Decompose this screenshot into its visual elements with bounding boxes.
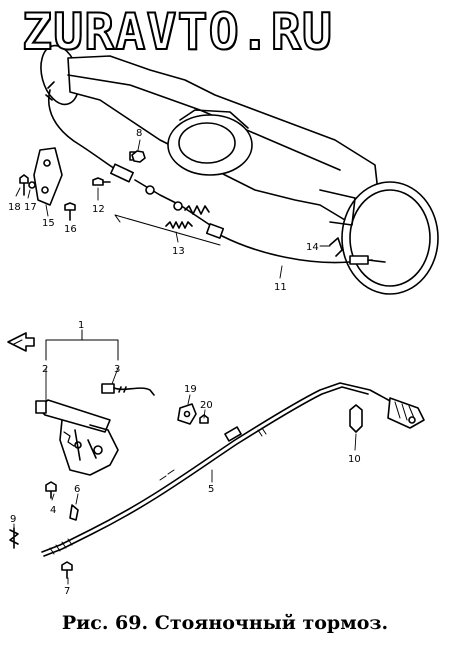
direction-arrow: [7, 332, 35, 352]
callout-19: 19: [184, 384, 197, 395]
equalizer: [349, 397, 425, 433]
front-cable-5: [41, 382, 393, 557]
callout-6: 6: [74, 484, 80, 495]
callout-2: 2: [42, 364, 48, 375]
figure-caption: Рис. 69. Стояночный тормоз.: [61, 612, 389, 634]
callout-17: 17: [24, 202, 37, 213]
parking-brake-lever: [35, 399, 119, 476]
nut-8: [131, 150, 146, 163]
callout-18: 18: [8, 202, 21, 213]
callout-11: 11: [274, 282, 287, 293]
callout-12: 12: [92, 204, 105, 215]
callout-14: 14: [306, 242, 319, 253]
clamp-19: [177, 403, 209, 425]
bracket-15: [19, 147, 63, 206]
callout-10: 10: [348, 454, 361, 465]
callout-13: 13: [172, 246, 185, 257]
callout-1: 1: [78, 320, 84, 331]
leader-lines: [13, 139, 357, 585]
switch-3: [101, 383, 155, 396]
pin-7: [61, 561, 73, 579]
callout-9: 9: [10, 514, 16, 525]
callout-16: 16: [64, 224, 77, 235]
callout-3: 3: [114, 364, 120, 375]
callout-bracket-1: [45, 329, 119, 361]
rear-cable-11: [114, 179, 386, 265]
callout-15: 15: [42, 218, 55, 229]
callout-7: 7: [64, 586, 70, 597]
clip-14: [329, 237, 343, 257]
clip-9: [9, 527, 19, 549]
adjuster-spring: [165, 221, 193, 229]
callout-numbers: 1 2 3 4 5 6 7 8 9 10 11 12 13 14 15 16 1…: [8, 128, 361, 597]
site-watermark: ZURAVTO.RU: [21, 2, 334, 62]
callout-8: 8: [136, 128, 142, 139]
rear-axle-housing: [40, 44, 439, 295]
callout-20: 20: [200, 400, 213, 411]
bolt-4: [45, 481, 57, 499]
clip-6: [69, 504, 79, 521]
callout-5: 5: [208, 484, 214, 495]
callout-4: 4: [50, 505, 56, 516]
